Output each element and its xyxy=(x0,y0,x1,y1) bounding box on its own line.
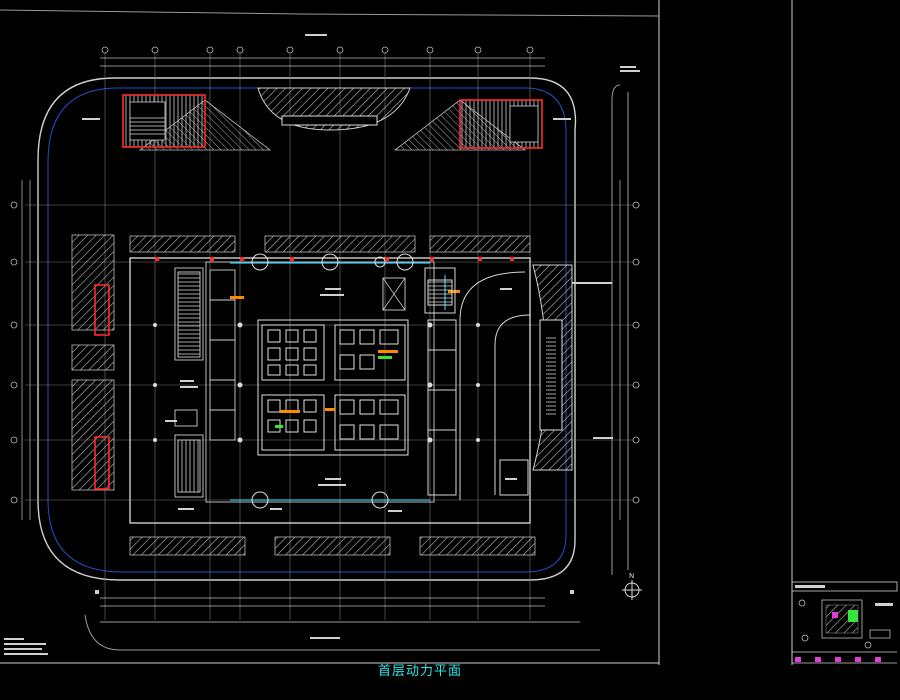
left-service-block xyxy=(174,267,236,498)
planter-row-top-2 xyxy=(264,235,416,253)
core-equipment-marks xyxy=(230,290,460,428)
stair-top-left xyxy=(122,94,206,148)
site-boundary xyxy=(37,77,577,581)
red-box-left-1 xyxy=(94,284,110,336)
svg-text:N: N xyxy=(629,572,634,580)
grid-bubbles xyxy=(10,46,640,504)
dimension-lines xyxy=(21,57,621,607)
planter-bottom-2 xyxy=(274,536,391,556)
planter-bottom-1 xyxy=(129,536,246,556)
legend-left xyxy=(4,638,48,655)
red-box-left-2 xyxy=(94,436,110,490)
annotation-marks xyxy=(82,34,640,639)
stair-top-right xyxy=(459,99,543,149)
planter-left-3 xyxy=(71,379,115,491)
drawing-title: 首层动力平面 xyxy=(377,664,462,679)
building-outline xyxy=(129,257,531,524)
north-arrow-icon: N xyxy=(622,572,642,600)
columns xyxy=(153,322,480,443)
right-service-area xyxy=(424,267,531,500)
shaft-x xyxy=(382,277,406,311)
road-edges xyxy=(0,9,660,651)
red-markers xyxy=(155,257,514,261)
revolving-doors xyxy=(251,253,414,509)
planter-row-top-3 xyxy=(429,235,531,253)
planter-left-2 xyxy=(71,344,115,371)
planter-bottom-3 xyxy=(419,536,536,556)
top-canopy-bar xyxy=(281,115,378,126)
planter-row-top-1 xyxy=(129,235,236,253)
central-core xyxy=(257,319,409,456)
sheet-frame xyxy=(0,0,793,665)
right-canopy-detail xyxy=(546,335,556,415)
planter-left-1 xyxy=(71,234,115,331)
key-plan xyxy=(791,581,898,664)
